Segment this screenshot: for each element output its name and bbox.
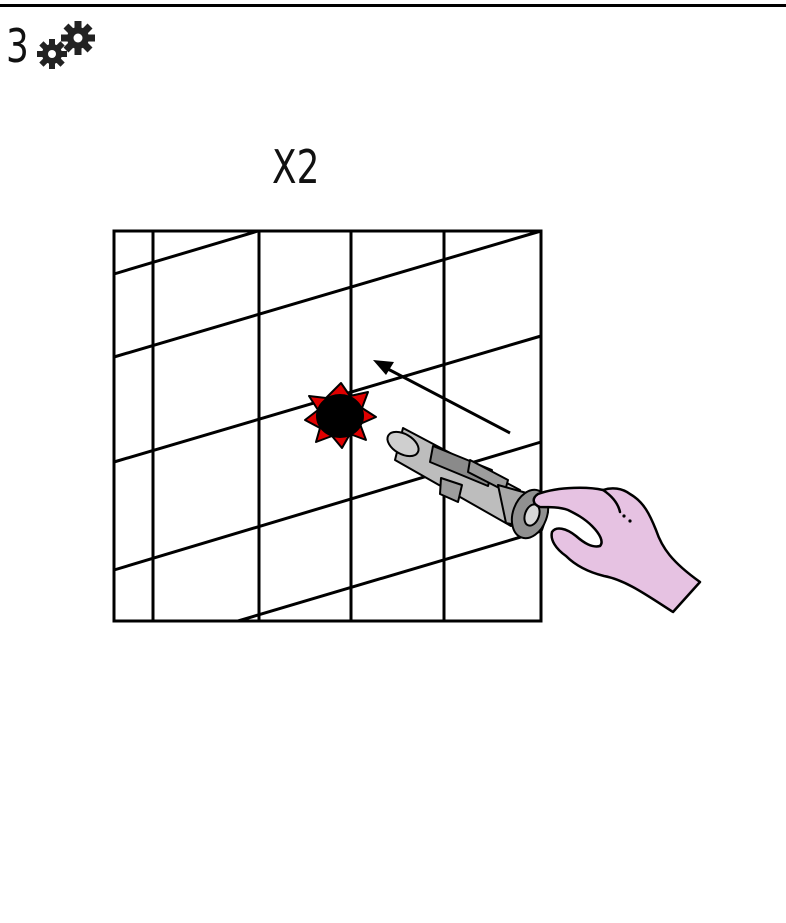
drilled-hole-icon — [305, 383, 376, 448]
insert-direction-arrow-icon — [373, 360, 510, 433]
hand-icon — [534, 488, 700, 612]
